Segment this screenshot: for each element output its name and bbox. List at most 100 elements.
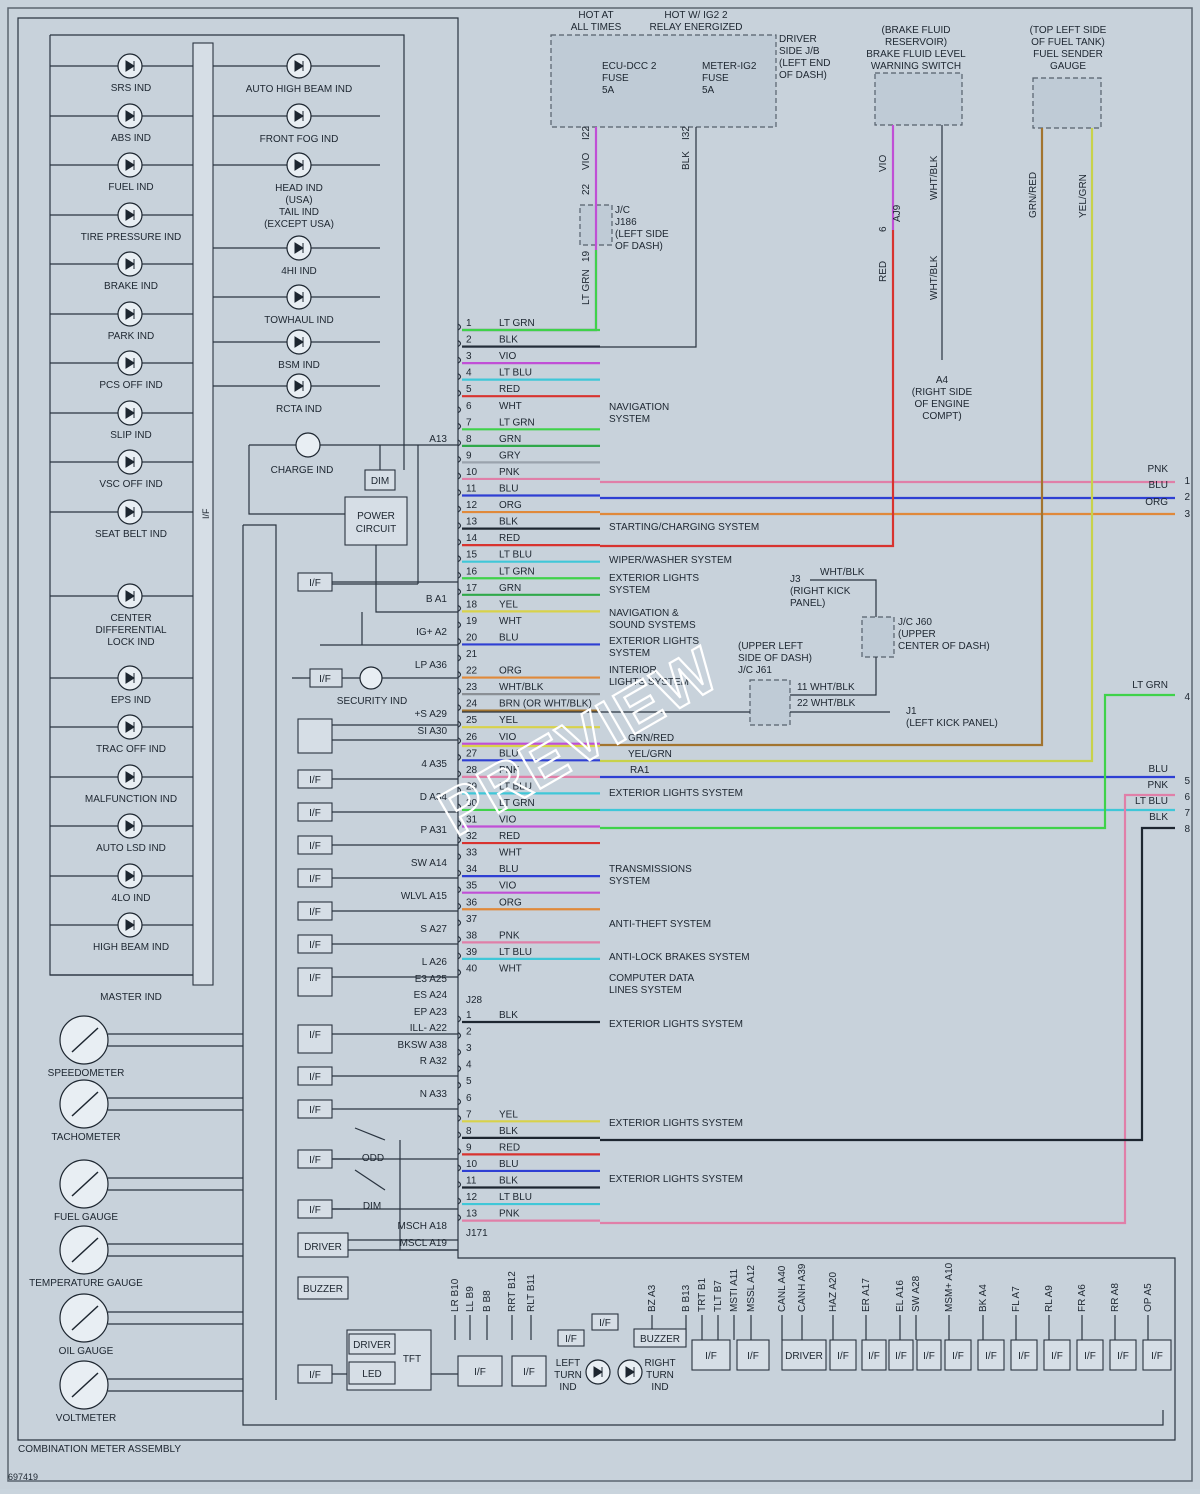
j171-row-pin-mark — [457, 1065, 462, 1073]
j28-row-pin-number: 11 — [466, 484, 477, 495]
j28-row-pin-number: 37 — [466, 914, 478, 925]
destination-label: SOUND SYSTEMS — [609, 620, 696, 631]
tft-driver-box — [348, 1333, 396, 1355]
bottom-pin-label: CANH A39 — [797, 1263, 808, 1312]
j28-row-wire-color: GRN — [499, 583, 521, 594]
j28-row-wire-color: LT GRN — [499, 417, 535, 428]
j28-row-pin-mark — [457, 472, 462, 480]
ecu-fuse-label: ECU-DCC 2 — [602, 61, 657, 72]
meter-fuse-label: METER-IG2 — [702, 61, 757, 72]
j171-row-pin-number: 10 — [466, 1159, 478, 1170]
if-box-label: I/F — [309, 808, 321, 819]
charge-indicator-label: CHARGE IND — [271, 465, 334, 476]
meter-pin-label: 4 A35 — [421, 759, 447, 770]
if-box-group: I/FI/FI/FI/FI/FI/FI/FI/FI/FI/FI/FI/FI/FI… — [297, 572, 458, 1391]
j28-row-wire-color: WHT — [499, 963, 522, 974]
blank-module-box — [297, 718, 333, 754]
j28-row-pin-number: 5 — [466, 384, 472, 395]
jc-ground-wiring — [462, 579, 890, 713]
j28-row-pin-number: 6 — [466, 401, 472, 412]
bottom-driver-box — [781, 1339, 827, 1371]
left-indicator-label: PARK IND — [108, 331, 155, 342]
bottom-pin-label: B B8 — [482, 1290, 493, 1312]
jc60-label: CENTER OF DASH) — [898, 641, 990, 652]
j28-row-pin-number: 36 — [466, 897, 478, 908]
indicator-icon-glyph — [125, 820, 135, 832]
meter-pin-label: LP A36 — [415, 660, 448, 671]
odd-switch-label: ODD — [362, 1153, 384, 1164]
j28-row-pin-mark — [457, 538, 462, 546]
j28-row-pin-number: 25 — [466, 715, 478, 726]
bottom-if-box — [511, 1355, 547, 1387]
meter-pin-label: BKSW A38 — [398, 1040, 448, 1051]
destination-label: EXTERIOR LIGHTS SYSTEM — [609, 1019, 743, 1030]
gauge-wire — [108, 1243, 243, 1257]
j28-row-pin-number: 7 — [466, 417, 472, 428]
j171-row-pin-number: 13 — [466, 1209, 478, 1220]
j28-row-pin-mark — [457, 522, 462, 530]
wire-label: VIO — [878, 155, 889, 172]
j28-row-pin-mark — [457, 902, 462, 910]
j28-row-wire-color: BRN (OR WHT/BLK) — [499, 699, 592, 710]
dim-switch-label: DIM — [363, 1201, 381, 1212]
if-bus-label: I/F — [201, 508, 211, 519]
meter-fuse-label: FUSE — [702, 73, 729, 84]
jc-j60-box — [861, 616, 895, 658]
bottom-pin-label: ER A17 — [861, 1278, 872, 1312]
exit-wire-color: ORG — [1145, 497, 1168, 508]
exit-wire-color: PNK — [1147, 464, 1168, 475]
left-indicator-label: BRAKE IND — [104, 281, 158, 292]
exit-wire-color: LT GRN — [1132, 680, 1168, 691]
exit-wire-color: BLK — [1149, 812, 1168, 823]
module-rail — [243, 524, 277, 1400]
meter-pin-label: A13 — [429, 434, 447, 445]
j28-row-wire-color: ORG — [499, 666, 522, 677]
left-indicator-label: MALFUNCTION IND — [85, 794, 177, 805]
j171-row-wire-color: BLK — [499, 1010, 518, 1021]
meter-fuse-label: 5A — [702, 85, 715, 96]
meter-pin-label: WLVL A15 — [401, 891, 448, 902]
bottom-if-box — [1109, 1339, 1137, 1371]
j28-row-pin-mark — [457, 571, 462, 579]
msc-wiring — [348, 1239, 458, 1251]
gauge-label: TEMPERATURE GAUGE — [29, 1278, 143, 1289]
j28-row-pin-mark — [457, 770, 462, 778]
j28-row-pin-number: 18 — [466, 599, 478, 610]
gauge-wire — [108, 1177, 243, 1191]
bottom-if-box — [736, 1339, 770, 1371]
left-indicator-label: AUTO LSD IND — [96, 843, 166, 854]
if-box-label: I/F — [309, 841, 321, 852]
meter-pin-label: SI A30 — [418, 726, 448, 737]
figure-number: 697419 — [8, 1472, 38, 1482]
j28-row-wire-color: BLK — [499, 517, 518, 528]
gauge-label: FUEL GAUGE — [54, 1212, 118, 1223]
brake-switch-label: WARNING SWITCH — [871, 61, 961, 72]
j28-row-pin-mark — [457, 323, 462, 331]
bottom-pin-label: SW A28 — [911, 1275, 922, 1312]
left-indicator-label: TRAC OFF IND — [96, 744, 166, 755]
j1-label: J1 — [906, 706, 917, 717]
j28-row-pin-number: 14 — [466, 533, 478, 544]
fuel-sender-box — [1032, 77, 1102, 129]
j28-row-pin-number: 33 — [466, 848, 478, 859]
jc-j61-box — [749, 679, 791, 726]
if-box-label: I/F — [309, 907, 321, 918]
if-bus-box — [192, 42, 214, 986]
j28-row-pin-mark — [457, 356, 462, 364]
j28-row-wire-color: ORG — [499, 897, 522, 908]
exit-wire-color: BLU — [1149, 764, 1168, 775]
wire-label: WHT/BLK — [929, 155, 940, 200]
exit-number: 5 — [1184, 776, 1190, 787]
j171-row-wire-color: BLK — [499, 1126, 518, 1137]
buzzer-box — [297, 1276, 349, 1300]
j28-row-pin-number: 22 — [466, 666, 478, 677]
j28-row-pin-mark — [457, 720, 462, 728]
jc61-label: (UPPER LEFT — [738, 641, 803, 652]
bottom-box-label: I/F — [1151, 1351, 1163, 1362]
j28-row-wire-color: LT GRN — [499, 318, 535, 329]
j28-row-pin-number: 21 — [466, 649, 478, 660]
left-indicator-label: 4LO IND — [112, 893, 151, 904]
exit-number: 8 — [1184, 824, 1190, 835]
